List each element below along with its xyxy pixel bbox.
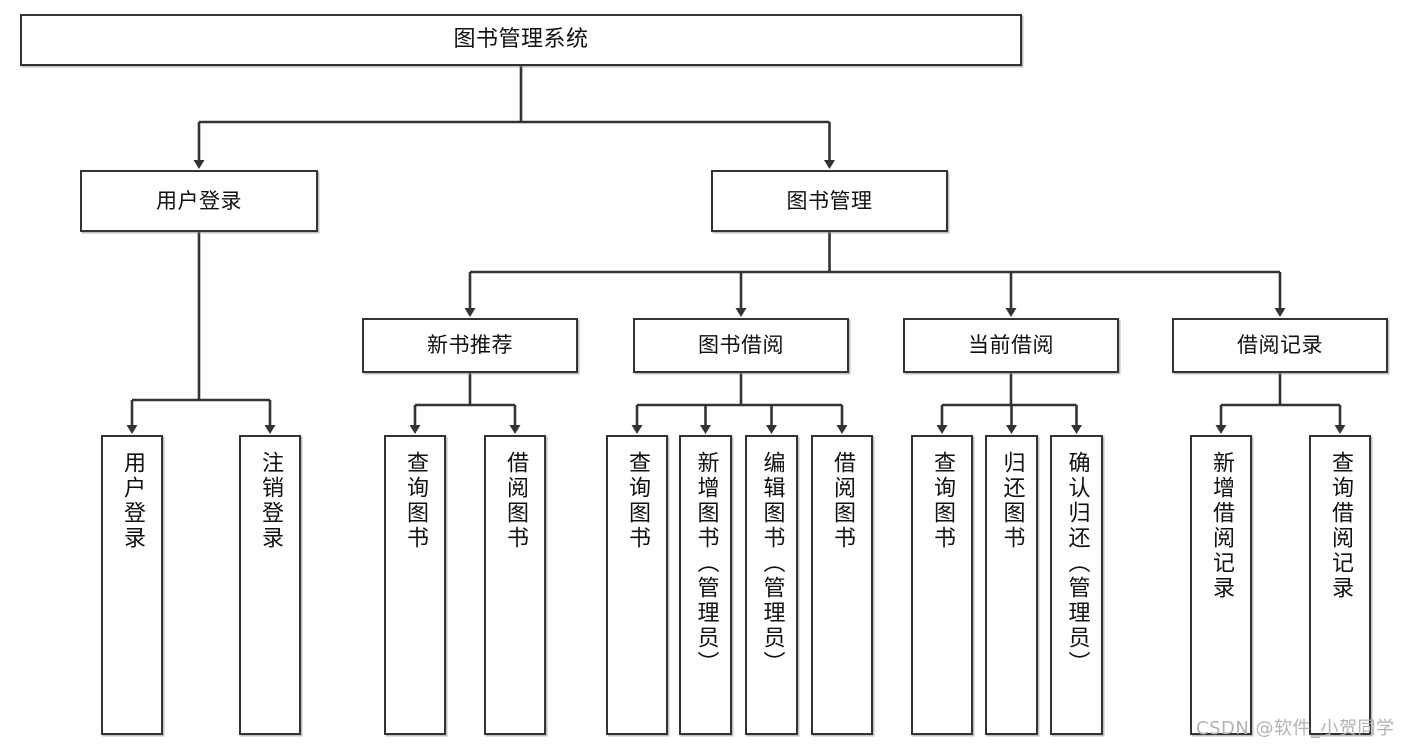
node-new-book-rec-label: 新书推荐 <box>427 333 513 358</box>
leaf-borrow-book-rec-label: 借阅图书 <box>503 451 528 551</box>
leaf-borrow-book[interactable]: 借阅图书 <box>811 435 873 735</box>
leaf-query-book-rec[interactable]: 查询图书 <box>384 435 446 735</box>
node-borrow-record[interactable]: 借阅记录 <box>1172 318 1388 373</box>
leaf-return-book-label: 归还图书 <box>999 451 1025 551</box>
node-current-borrow-label: 当前借阅 <box>968 333 1054 358</box>
node-book-borrow[interactable]: 图书借阅 <box>633 318 849 373</box>
node-book-manage-label: 图书管理 <box>786 188 873 213</box>
leaf-query-record-label: 查询借阅记录 <box>1328 451 1353 601</box>
leaf-logout-label: 注销登录 <box>258 451 283 551</box>
leaf-add-book[interactable]: 新增图书（管理员） <box>679 435 732 735</box>
leaf-return-book[interactable]: 归还图书 <box>985 435 1038 735</box>
leaf-query-book-borrow-label: 查询图书 <box>625 451 650 551</box>
leaf-add-book-label: 新增图书（管理员） <box>693 451 719 676</box>
leaf-query-record[interactable]: 查询借阅记录 <box>1309 435 1371 735</box>
node-book-manage[interactable]: 图书管理 <box>711 170 948 232</box>
node-user-login-label: 用户登录 <box>156 188 242 213</box>
node-borrow-record-label: 借阅记录 <box>1237 333 1323 358</box>
leaf-add-record[interactable]: 新增借阅记录 <box>1190 435 1252 735</box>
node-book-borrow-label: 图书借阅 <box>698 333 784 358</box>
leaf-confirm-return[interactable]: 确认归还（管理员） <box>1050 435 1103 735</box>
node-user-login[interactable]: 用户登录 <box>80 170 318 232</box>
leaf-query-book-cur[interactable]: 查询图书 <box>911 435 973 735</box>
leaf-query-book-borrow[interactable]: 查询图书 <box>606 435 668 735</box>
node-root[interactable]: 图书管理系统 <box>20 14 1022 66</box>
node-current-borrow[interactable]: 当前借阅 <box>903 318 1119 373</box>
leaf-user-login-label: 用户登录 <box>120 451 145 551</box>
leaf-user-login[interactable]: 用户登录 <box>101 435 163 735</box>
leaf-query-book-rec-label: 查询图书 <box>403 451 428 551</box>
leaf-confirm-return-label: 确认归还（管理员） <box>1064 451 1090 676</box>
leaf-query-book-cur-label: 查询图书 <box>930 451 955 551</box>
leaf-edit-book[interactable]: 编辑图书（管理员） <box>745 435 798 735</box>
node-new-book-rec[interactable]: 新书推荐 <box>362 318 578 373</box>
node-root-label: 图书管理系统 <box>453 27 589 53</box>
leaf-edit-book-label: 编辑图书（管理员） <box>759 451 785 676</box>
leaf-logout[interactable]: 注销登录 <box>239 435 301 735</box>
leaf-borrow-book-rec[interactable]: 借阅图书 <box>484 435 546 735</box>
leaf-borrow-book-label: 借阅图书 <box>830 451 855 551</box>
leaf-add-record-label: 新增借阅记录 <box>1209 451 1234 601</box>
watermark: CSDN @软件_小贺同学 <box>1196 718 1395 739</box>
